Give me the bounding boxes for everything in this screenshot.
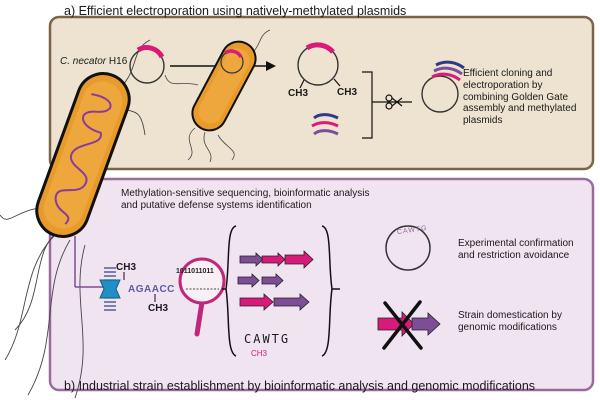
strain-label: C. necator H16 xyxy=(60,56,127,68)
plasmid-icon xyxy=(297,42,341,89)
gene-arrow-icon xyxy=(237,250,314,311)
motif-label: CAWTG xyxy=(244,332,291,346)
domestication-caption: Strain domestication by genomic modifica… xyxy=(458,310,562,333)
panel-a-frame xyxy=(48,15,595,171)
strain-species: C. necator xyxy=(60,56,107,67)
dna-methyltransferase-icon xyxy=(99,267,156,311)
plasmid-icon xyxy=(129,45,165,84)
chromosome-squiggle xyxy=(54,93,112,225)
panel-a-caption: Efficient cloning and electroporation by… xyxy=(463,68,577,127)
panel-a-title: a) Efficient electroporation using nativ… xyxy=(64,4,407,18)
binary-readout: 1011011011 xyxy=(176,268,214,275)
motif-methyl-label: CH3 xyxy=(251,349,268,358)
bacterium-cell-icon xyxy=(164,29,271,163)
analysis-caption: Methylation-sensitive sequencing, bioinf… xyxy=(121,188,370,211)
strain-id: H16 xyxy=(106,56,128,67)
dna-sequence: AGAACC xyxy=(128,284,175,295)
bracket xyxy=(362,71,412,139)
magnifier-icon xyxy=(178,257,226,337)
gene-braces xyxy=(222,225,340,357)
methyl-label: CH3 xyxy=(116,262,137,273)
plasmid-icon xyxy=(421,60,465,113)
plasmid-icon xyxy=(385,225,431,271)
dna-fragments xyxy=(311,113,339,136)
methyl-label: CH3 xyxy=(148,303,169,314)
confirmation-caption: Experimental confirmation and restrictio… xyxy=(458,238,574,261)
cross-out-icon xyxy=(382,300,423,350)
methyl-label: CH3 xyxy=(288,88,309,99)
panel-b-frame xyxy=(48,177,595,392)
bacterium-cell-icon xyxy=(35,72,131,238)
methyl-label: CH3 xyxy=(337,87,358,98)
panel-b-title: b) Industrial strain establishment by bi… xyxy=(64,379,536,393)
scissors-icon xyxy=(385,94,403,110)
